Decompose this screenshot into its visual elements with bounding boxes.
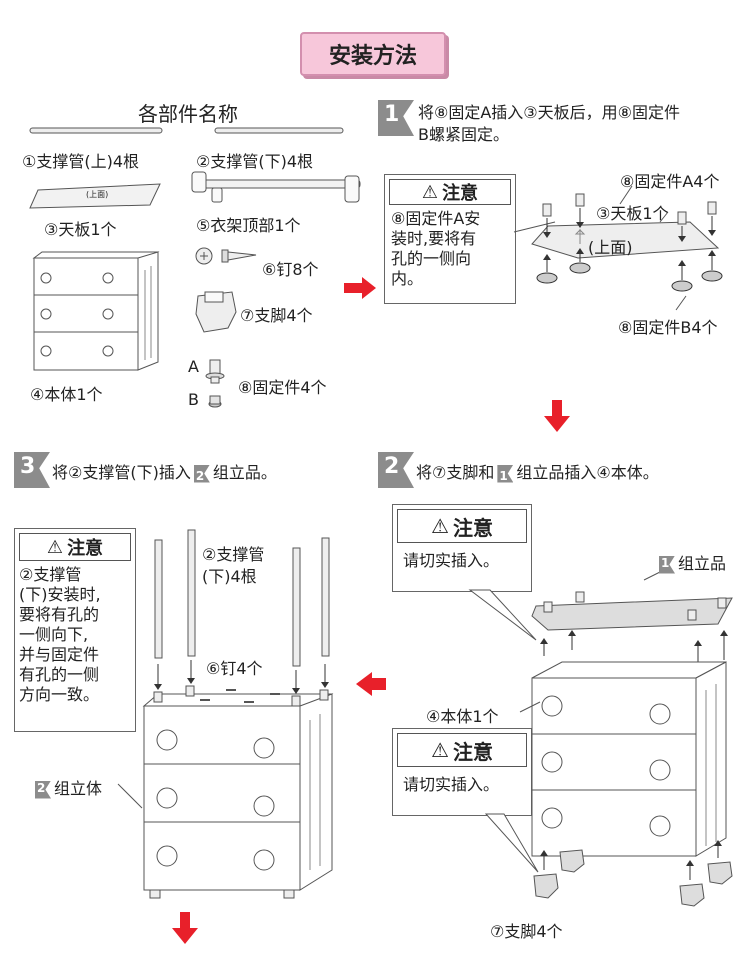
caution-line: ②支撑管 bbox=[19, 565, 82, 584]
caution-title: 注意 bbox=[452, 515, 493, 540]
step3-caution-text: ②支撑管 (下)安装时, 要将有孔的 一侧向下, 并与固定件 有孔的一侧 方向一… bbox=[19, 565, 131, 705]
step2-caution-box-bottom: ⚠ 注意 请切实插入。 bbox=[392, 728, 532, 816]
label-fixer: ⑧固定件4个 bbox=[238, 378, 327, 397]
step2-number: 2 bbox=[378, 452, 414, 488]
caution-line: 一侧向下, bbox=[19, 625, 89, 644]
step1-label-top-side: (上面) bbox=[588, 238, 633, 257]
step1-caution-header: ⚠ 注意 bbox=[389, 179, 511, 205]
step2-text-a: 将⑦支脚和 bbox=[416, 463, 495, 482]
step-ref-badge: 2 bbox=[35, 780, 51, 799]
step-ref-badge: 1 bbox=[659, 555, 675, 574]
support-tube-upper-illustration bbox=[29, 127, 163, 134]
hanger-top-illustration bbox=[191, 171, 361, 203]
label-tube-upper: ①支撑管(上)4根 bbox=[22, 152, 140, 171]
step-ref-badge: 1 bbox=[497, 464, 514, 483]
caution-text: 请切实插入。 bbox=[403, 551, 500, 570]
step3-label-nail: ⑥钉4个 bbox=[206, 659, 263, 678]
caution-title: 注意 bbox=[452, 739, 493, 764]
parts-heading: 各部件名称 bbox=[138, 102, 238, 126]
step1-label-fixer-a: ⑧固定件A4个 bbox=[620, 172, 720, 191]
step1-instruction-line1: 将⑧固定A插入③天板后，用⑧固定件 bbox=[418, 103, 680, 122]
top-board-mark: (上面) bbox=[86, 190, 109, 199]
down-arrow-icon bbox=[544, 400, 570, 432]
caution-line: (下)安装时, bbox=[19, 585, 101, 604]
top-board-illustration bbox=[29, 183, 161, 209]
step3-caution-box: ⚠ 注意 ②支撑管 (下)安装时, 要将有孔的 一侧向下, 并与固定件 有孔的一… bbox=[14, 528, 136, 732]
caution-title: 注意 bbox=[442, 183, 479, 204]
caution-line: 并与固定件 bbox=[19, 645, 100, 664]
label-foot: ⑦支脚4个 bbox=[240, 306, 313, 325]
caution-line: 有孔的一侧 bbox=[19, 665, 100, 684]
support-tube-lower-illustration bbox=[214, 127, 344, 134]
fixer-illustration bbox=[205, 359, 225, 408]
nail-illustration bbox=[195, 247, 257, 265]
label-tube-lower: ②支撑管(下)4根 bbox=[196, 152, 314, 171]
step3-label-tube-line1: ②支撑管 bbox=[202, 545, 265, 564]
step1-label-fixer-b: ⑧固定件B4个 bbox=[618, 318, 718, 337]
assembly-name: 组立品 bbox=[678, 554, 727, 573]
caution-line: 孔的一侧向 bbox=[391, 249, 472, 268]
step2-caution-box-top: ⚠ 注意 请切实插入。 bbox=[392, 504, 532, 592]
page-title: 安装方法 bbox=[300, 32, 446, 76]
step3-text-b: 组立品。 bbox=[212, 463, 277, 482]
left-arrow-icon bbox=[356, 672, 386, 696]
caution-text: 请切实插入。 bbox=[403, 775, 500, 794]
step2-caution-header: ⚠ 注意 bbox=[397, 509, 527, 543]
warning-icon: ⚠ bbox=[46, 536, 64, 558]
caution-line: 装时,要将有 bbox=[391, 229, 477, 248]
right-arrow-icon bbox=[344, 277, 376, 299]
caution-line: 要将有孔的 bbox=[19, 605, 100, 624]
step1-caution-box: ⚠ 注意 ⑧固定件A安 装时,要将有 孔的一侧向 内。 bbox=[384, 174, 516, 304]
step2-caution-header: ⚠ 注意 bbox=[397, 733, 527, 767]
label-body: ④本体1个 bbox=[30, 385, 103, 404]
label-top-board: ③天板1个 bbox=[44, 220, 117, 239]
step3-label-tube-line2: (下)4根 bbox=[202, 567, 257, 586]
body-illustration bbox=[32, 251, 160, 371]
step3-text-a: 将②支撑管(下)插入 bbox=[52, 463, 191, 482]
step2-label-body: ④本体1个 bbox=[426, 707, 499, 726]
foot-icon bbox=[533, 849, 733, 907]
label-nail: ⑥钉8个 bbox=[262, 260, 319, 279]
label-fixer-b: B bbox=[188, 390, 199, 409]
step3-caution-header: ⚠ 注意 bbox=[19, 533, 131, 561]
fixer-a-icon bbox=[542, 193, 717, 242]
caution-line: 方向一致。 bbox=[19, 685, 100, 704]
step-ref-badge: 2 bbox=[193, 464, 210, 483]
step2-text-b: 组立品插入④本体。 bbox=[516, 463, 659, 482]
label-hanger-top: ⑤衣架顶部1个 bbox=[196, 216, 301, 235]
step1-label-top-board: ③天板1个 bbox=[596, 204, 669, 223]
fixer-b-icon bbox=[536, 248, 723, 292]
foot-illustration bbox=[195, 291, 237, 333]
warning-icon: ⚠ bbox=[421, 181, 439, 203]
down-arrow-icon bbox=[172, 912, 198, 944]
warning-icon: ⚠ bbox=[431, 738, 449, 762]
label-fixer-a: A bbox=[188, 357, 199, 376]
caution-title: 注意 bbox=[67, 538, 104, 559]
nail-icon bbox=[200, 689, 280, 703]
step1-instruction-line2: B螺紧固定。 bbox=[418, 125, 509, 144]
caution-line: ⑧固定件A安 bbox=[391, 209, 481, 228]
caution-line: 内。 bbox=[391, 269, 424, 288]
step2-label-foot: ⑦支脚4个 bbox=[490, 922, 563, 941]
assembly-name: 组立体 bbox=[54, 779, 103, 798]
step1-caution-text: ⑧固定件A安 装时,要将有 孔的一侧向 内。 bbox=[391, 209, 509, 289]
warning-icon: ⚠ bbox=[431, 514, 449, 538]
